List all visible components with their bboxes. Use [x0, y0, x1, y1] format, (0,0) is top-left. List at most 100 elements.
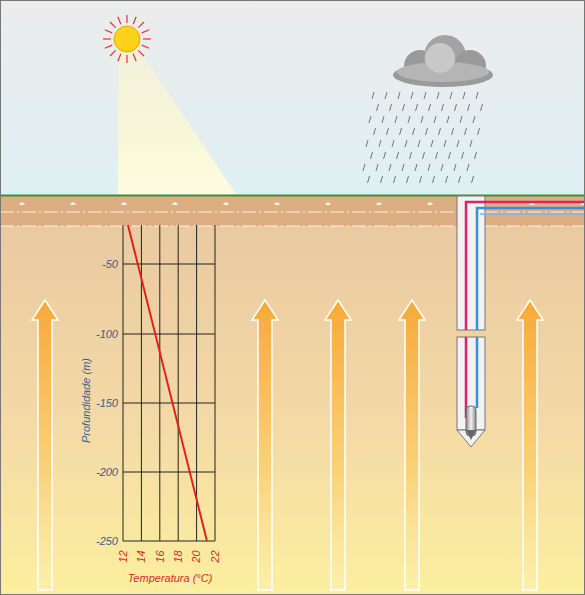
rain-drop — [379, 140, 381, 147]
soil-speck — [325, 202, 331, 205]
soil-speck — [19, 202, 25, 205]
temperature-tick-label: 22 — [209, 550, 222, 562]
rain-drop — [426, 128, 428, 135]
rain-drop — [410, 152, 412, 159]
rain-drop — [372, 92, 374, 99]
rain-drop — [418, 140, 420, 147]
depth-tick-label: -50 — [102, 258, 118, 271]
rain-drop — [421, 116, 423, 123]
rain-drop — [436, 152, 438, 159]
rain-drop — [408, 116, 410, 123]
sun-ray — [126, 55, 127, 63]
rain-drop — [416, 104, 418, 111]
rain-drop — [465, 128, 467, 135]
rain-drop — [468, 104, 470, 111]
sun-ray — [110, 22, 116, 28]
rain-drop — [449, 152, 451, 159]
sun-ray — [142, 45, 149, 48]
rain-drop — [395, 116, 397, 123]
rain-drop — [447, 116, 449, 123]
soil-speck — [121, 202, 127, 205]
rain-drop — [405, 140, 407, 147]
rain-drop — [481, 104, 483, 111]
rain-drop — [385, 92, 387, 99]
rain-drop — [429, 104, 431, 111]
rain-drop — [402, 164, 404, 171]
rain-drop — [475, 152, 477, 159]
rain-drop — [415, 164, 417, 171]
depth-tick-label: -100 — [96, 328, 118, 341]
rain-drop — [478, 128, 480, 135]
sun-ray — [105, 45, 112, 48]
depth-tick-label: -250 — [96, 535, 118, 548]
rain-drop — [394, 176, 396, 183]
rain-drop — [428, 164, 430, 171]
soil-speck — [427, 202, 433, 205]
sun-ray — [126, 15, 127, 23]
soil-speck — [172, 202, 178, 205]
rain-drop — [423, 152, 425, 159]
sun-ray — [103, 38, 111, 39]
rain-drop — [439, 128, 441, 135]
depth-tick-label: -200 — [96, 466, 118, 479]
rain-drop — [392, 140, 394, 147]
rain-drop — [382, 116, 384, 123]
rain-drop — [434, 116, 436, 123]
rain-drop — [460, 116, 462, 123]
rain-drop — [381, 176, 383, 183]
rain-drop — [371, 152, 373, 159]
rain-drop — [420, 176, 422, 183]
rain-drop — [442, 104, 444, 111]
soil-speck — [223, 202, 229, 205]
rain-drop — [368, 176, 370, 183]
depth-tick-label: -150 — [96, 397, 118, 410]
rain-drop — [376, 164, 378, 171]
rain-drop — [390, 104, 392, 111]
rain-drop — [473, 116, 475, 123]
rain-drop — [424, 92, 426, 99]
rain-drop — [363, 164, 365, 171]
rain-drop — [366, 140, 368, 147]
rain-drop — [413, 128, 415, 135]
sun-ray — [118, 17, 121, 24]
rain-drop — [433, 176, 435, 183]
rain-drop — [403, 104, 405, 111]
rain-drop — [400, 128, 402, 135]
rain-drop — [457, 140, 459, 147]
rain-drop — [389, 164, 391, 171]
rain-drop — [452, 128, 454, 135]
rain-drop — [467, 164, 469, 171]
sun-ray — [133, 54, 136, 61]
rain-drop — [374, 128, 376, 135]
soil-speck — [70, 202, 76, 205]
rain-drop — [437, 92, 439, 99]
soil-speck — [274, 202, 280, 205]
soil-speck — [376, 202, 382, 205]
temperature-tick-label: 18 — [172, 550, 185, 562]
rain-drop — [450, 92, 452, 99]
rain-drop — [462, 152, 464, 159]
rain-drop — [431, 140, 433, 147]
rain-drop — [387, 128, 389, 135]
temperature-tick-label: 12 — [117, 550, 130, 562]
temperature-axis-title: Temperatura (°C) — [128, 572, 213, 585]
rain-drop — [476, 92, 478, 99]
rain-drop — [411, 92, 413, 99]
sun-ray — [138, 22, 144, 28]
rain-drop — [446, 176, 448, 183]
rain-drop — [459, 176, 461, 183]
rain-drop — [472, 176, 474, 183]
rain-drop — [470, 140, 472, 147]
rain-drop — [398, 92, 400, 99]
rain-drop — [384, 152, 386, 159]
temperature-tick-label: 14 — [135, 550, 148, 562]
rain-drop — [444, 140, 446, 147]
rain-drop — [455, 104, 457, 111]
depth-axis-title: Profundidade (m) — [80, 358, 93, 443]
rain-drop — [377, 104, 379, 111]
sun-ray — [105, 30, 112, 33]
sun-ray — [133, 17, 136, 24]
sun-ray — [143, 38, 151, 39]
sun-ray — [142, 30, 149, 33]
